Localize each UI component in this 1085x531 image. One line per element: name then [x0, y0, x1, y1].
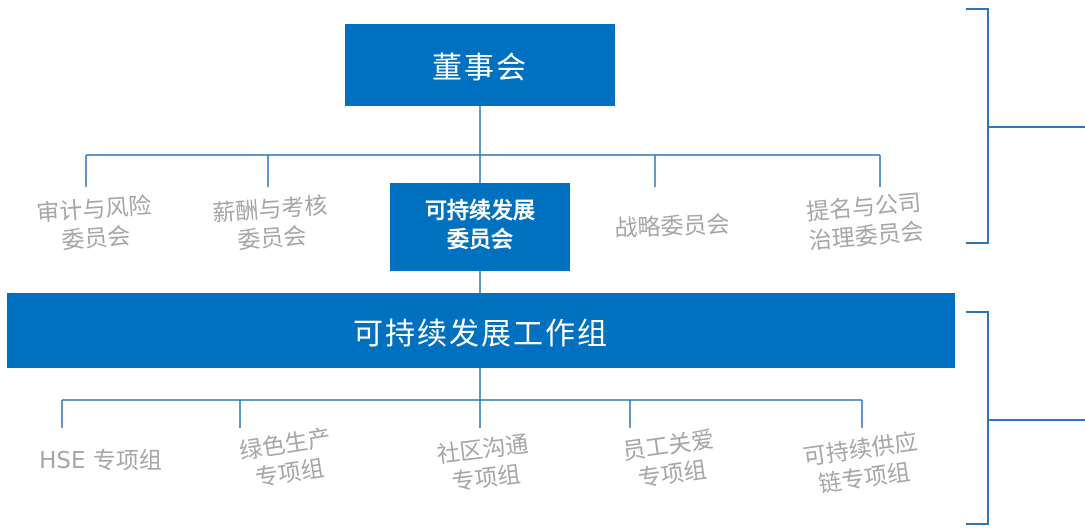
committee-label: 审计与风险 委员会	[35, 193, 153, 255]
node-committee-audit-risk: 审计与风险 委员会	[8, 190, 182, 261]
node-committee-sustainability: 可持续发展 委员会	[390, 183, 570, 271]
node-board: 董事会	[345, 24, 615, 106]
committee-label: 战略委员会	[614, 212, 730, 242]
working-group-label: 可持续发展工作组	[353, 316, 609, 352]
group-brackets	[966, 8, 1085, 525]
committee-label: 提名与公司 治理委员会	[805, 190, 925, 256]
committee-label: 薪酬与考核 委员会	[211, 193, 329, 255]
taskforce-label: 社区沟通 专项组	[435, 431, 530, 497]
committee-label: 可持续发展 委员会	[424, 199, 535, 253]
node-taskforce-hse: HSE 专项组	[18, 447, 183, 476]
node-working-group: 可持续发展工作组	[7, 293, 955, 368]
node-committee-strategy: 战略委员会	[587, 210, 758, 245]
node-board-label: 董事会	[432, 51, 528, 86]
taskforce-label: HSE 专项组	[39, 448, 162, 474]
node-committee-remuneration: 薪酬与考核 委员会	[184, 190, 358, 261]
tree-connectors	[61, 106, 881, 428]
